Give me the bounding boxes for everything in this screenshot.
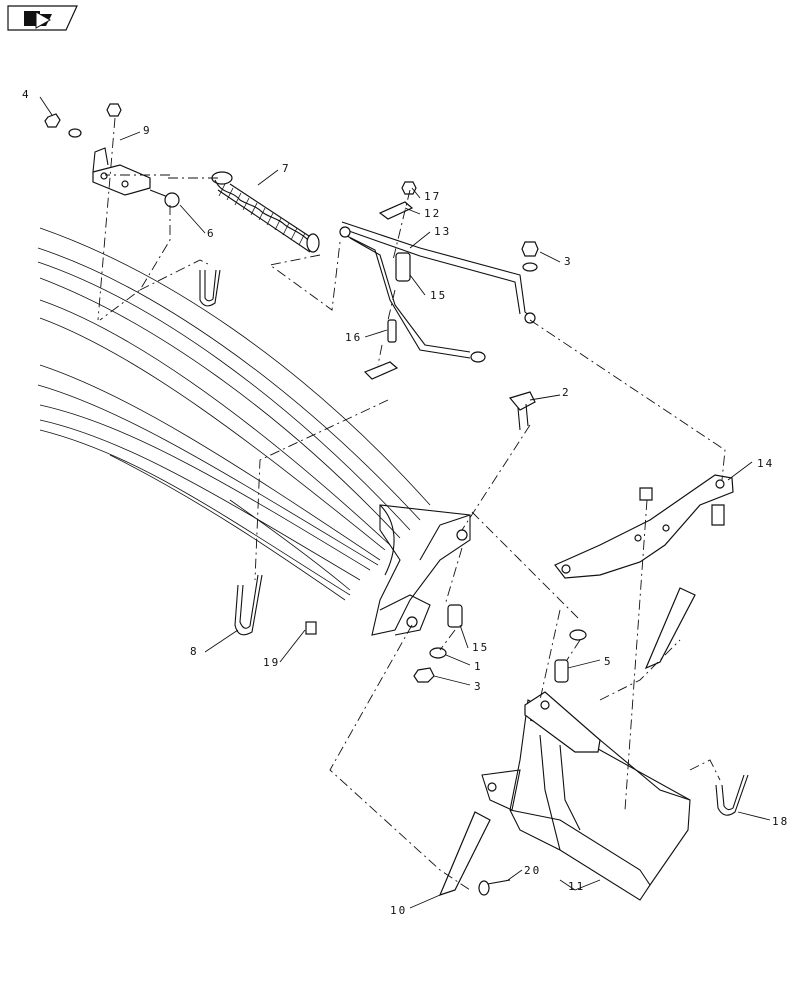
leader-lines [39, 96, 771, 909]
u-bolt-part-8 [234, 574, 263, 636]
callout-1: 1 [474, 660, 483, 673]
callout-9: 9 [143, 124, 152, 137]
bolt-part-20 [478, 879, 511, 896]
callout-13: 13 [434, 225, 451, 238]
callout-17: 17 [424, 190, 441, 203]
callout-10: 10 [390, 904, 407, 917]
callout-5: 5 [604, 655, 613, 668]
bolt-part-2 [508, 391, 536, 431]
washer-part-5-top [569, 629, 587, 641]
plate-part-10 [438, 811, 491, 896]
spring-part-7 [211, 171, 320, 253]
callout-16: 16 [345, 331, 362, 344]
bushing-part-5 [554, 659, 569, 683]
u-bolt-part-18 [715, 774, 749, 816]
next-page-arrow-icon[interactable] [7, 5, 78, 31]
callout-6: 6 [207, 227, 216, 240]
callout-7: 7 [282, 162, 291, 175]
callout-3-upper: 3 [564, 255, 573, 268]
callout-20: 20 [524, 864, 541, 877]
callout-14: 14 [757, 457, 774, 470]
washer-upper [522, 262, 538, 272]
nut-part-3-upper [521, 241, 539, 257]
callout-19: 19 [263, 656, 280, 669]
rod-part-13 [339, 221, 536, 363]
callout-8: 8 [190, 645, 199, 658]
plate-upper-right [644, 587, 696, 670]
bushing-part-15-lower [447, 604, 463, 628]
eyebolt-part-6 [149, 189, 180, 208]
callout-15-upper: 15 [430, 289, 447, 302]
callout-2: 2 [562, 386, 571, 399]
washer-part-1 [429, 647, 447, 659]
pin-part-16 [387, 319, 397, 343]
bushing-part-15-upper [395, 252, 411, 282]
callout-labels: 4 9 6 7 17 12 13 3 15 16 2 14 15 1 3 5 8… [22, 88, 789, 917]
u-bolt-upper [199, 269, 221, 307]
callout-3-lower: 3 [474, 680, 483, 693]
key-part-19 [305, 621, 317, 635]
link-plate-12 [378, 201, 414, 220]
callout-12: 12 [424, 207, 441, 220]
link-plate-lower [363, 361, 399, 380]
boom-frame [37, 227, 471, 636]
assembly-lines [97, 117, 726, 891]
bracket-part-14 [554, 474, 734, 579]
nut-part-3-lower [413, 667, 435, 683]
hardware-nut-4 [44, 103, 122, 138]
callout-4: 4 [22, 88, 31, 101]
callout-18: 18 [772, 815, 789, 828]
nut-part-17 [401, 181, 417, 195]
callout-15-lower: 15 [472, 641, 489, 654]
bracket-part-9 [92, 147, 151, 196]
frame-part-11 [481, 691, 691, 901]
callout-11: 11 [568, 880, 585, 893]
